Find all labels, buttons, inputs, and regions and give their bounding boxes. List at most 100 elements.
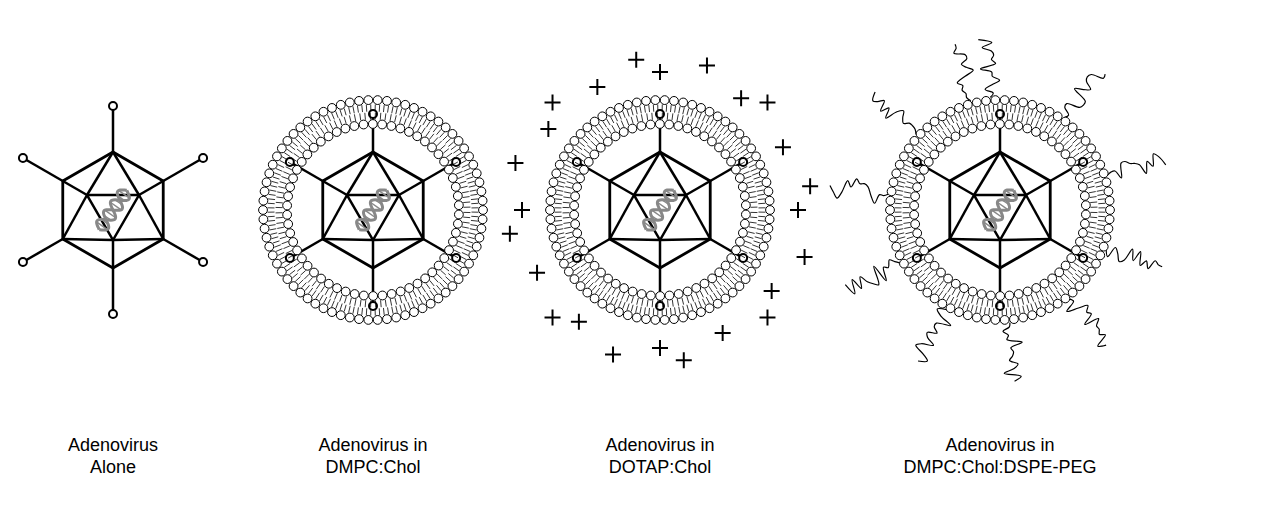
lipid-tail	[563, 207, 570, 208]
lipid-head	[546, 206, 555, 215]
lipid-tail	[603, 284, 607, 290]
lipid-tail	[462, 192, 469, 193]
fiber-knob	[19, 258, 27, 266]
lipid-tail	[355, 299, 356, 306]
lipid-tail	[471, 216, 478, 217]
lipid-head	[895, 160, 904, 169]
lipid-head	[910, 136, 919, 145]
lipid-head	[923, 123, 932, 132]
lipid-tail	[366, 105, 367, 112]
lipid-tail	[683, 107, 685, 114]
lipid-head	[736, 237, 745, 246]
lipid-tail	[730, 280, 735, 285]
lipid-tail	[565, 232, 572, 234]
lipid-tail	[667, 300, 669, 307]
lipid-tail	[462, 252, 468, 255]
lipid-tail	[730, 149, 735, 153]
lipid-tail	[437, 129, 442, 134]
lipid-tail	[370, 308, 371, 315]
lipid-head	[1010, 315, 1019, 324]
lipid-tail	[1006, 308, 1007, 315]
lipid-tail	[988, 308, 990, 315]
lipid-tail	[738, 270, 744, 274]
lipid-head	[943, 137, 952, 146]
lipid-tail	[1089, 227, 1096, 228]
lipid-tail	[939, 134, 943, 139]
peg-chain	[1003, 323, 1022, 382]
lipid-tail	[925, 135, 930, 140]
lipid-tail	[577, 145, 583, 149]
lipid-tail	[344, 305, 346, 312]
lipid-tail	[675, 307, 676, 314]
lipid-tail	[470, 225, 477, 226]
lipid-tail	[426, 283, 430, 289]
lipid-tail	[957, 291, 960, 297]
lipid-head	[620, 284, 629, 293]
lipid-head	[977, 122, 986, 131]
lipid-tail	[458, 241, 465, 243]
lipid-head	[454, 275, 463, 284]
lipid-tail	[1027, 296, 1029, 303]
lipid-head	[727, 254, 736, 263]
lipid-tail	[758, 203, 765, 204]
lipid-head	[309, 143, 318, 152]
lipid-tail	[1053, 121, 1057, 127]
lipid-tail	[748, 186, 755, 188]
lipid-tail	[691, 304, 693, 311]
lipid-head	[590, 261, 599, 270]
lipid-tail	[1064, 285, 1069, 290]
lipid-tail	[980, 307, 981, 314]
lipid-tail	[437, 285, 442, 290]
lipid-head	[713, 299, 722, 308]
lipid-head	[401, 311, 410, 320]
lipid-tail	[929, 283, 934, 288]
lipid-tail	[592, 129, 597, 134]
lipid-head	[387, 122, 396, 131]
lipid-tail	[1057, 280, 1061, 285]
lipid-tail	[642, 299, 643, 306]
lipid-tail	[741, 250, 747, 253]
lipid-tail	[939, 124, 943, 130]
lipid-tail	[619, 113, 622, 119]
lipid-tail	[404, 295, 406, 302]
lipid-head	[1075, 129, 1084, 138]
lipid-tail	[646, 113, 648, 120]
lipid-tail	[1044, 125, 1047, 131]
lipid-tail	[758, 220, 765, 222]
lipid-tail	[648, 308, 650, 315]
lipid-tail	[276, 196, 283, 198]
lipid-tail	[952, 125, 955, 131]
lipid-head	[350, 290, 359, 299]
lipid-tail	[451, 270, 457, 274]
lipid-head	[576, 129, 585, 138]
lipid-tail	[291, 158, 297, 162]
lipid-tail	[682, 115, 684, 122]
lipid-head	[1055, 143, 1064, 152]
lipid-tail	[465, 173, 472, 175]
lipid-tail	[426, 293, 430, 299]
lipid-tail	[283, 246, 289, 249]
lipid-tail	[278, 252, 284, 255]
lipid-tail	[943, 131, 947, 137]
lipid-head	[721, 261, 730, 270]
lipid-tail	[988, 105, 990, 112]
peg-chain	[845, 260, 900, 294]
lipid-tail	[565, 252, 571, 255]
lipid-tail	[449, 259, 455, 263]
lipid-tail	[977, 298, 979, 305]
lipid-tail	[1080, 267, 1086, 271]
lipid-head	[1099, 169, 1108, 178]
lipid-tail	[702, 299, 705, 305]
lipid-head	[611, 279, 620, 288]
lipid-head	[951, 279, 960, 288]
capsid-edge	[323, 195, 347, 239]
lipid-tail	[462, 165, 468, 168]
lipid-head	[1037, 104, 1046, 113]
lipid-head	[925, 254, 934, 263]
lipid-tail	[986, 113, 988, 120]
lipid-tail	[627, 304, 629, 311]
lipid-tail	[749, 192, 756, 193]
lipid-tail	[1002, 113, 1003, 120]
lipid-tail	[1090, 222, 1097, 224]
lipid-tail	[687, 296, 689, 303]
